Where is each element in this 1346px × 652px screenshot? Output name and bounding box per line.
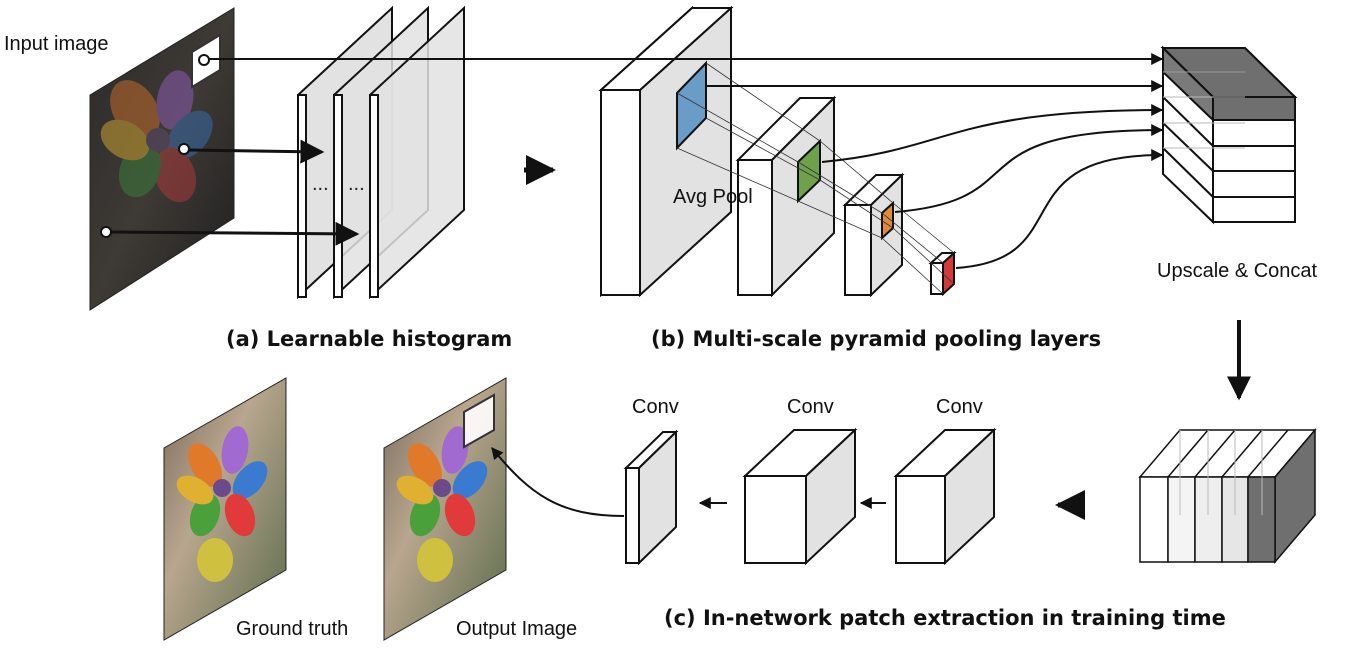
conv-block-3 xyxy=(893,427,997,566)
caption-a: (a) Learnable histogram xyxy=(226,327,512,351)
output-image-label: Output Image xyxy=(456,618,577,640)
caption-b: (b) Multi-scale pyramid pooling layers xyxy=(651,327,1101,351)
pooling-projection-lines xyxy=(676,62,955,295)
conv-block-1 xyxy=(623,429,679,566)
concat-arrows xyxy=(209,53,1164,269)
caption-c: (c) In-network patch extraction in train… xyxy=(664,606,1226,630)
pixel-arrow-2 xyxy=(188,139,325,164)
conv-block-2 xyxy=(742,427,858,566)
ellipsis-2: ... xyxy=(348,173,365,195)
pixel-dot-2 xyxy=(178,143,190,155)
conv-label-2: Conv xyxy=(787,396,834,418)
arrow-conv-to-output xyxy=(491,447,625,517)
concat-block xyxy=(1160,45,1298,225)
input-image-photo xyxy=(89,7,235,311)
avg-pool-label: Avg Pool xyxy=(673,186,753,208)
pixel-dot-1 xyxy=(198,54,210,66)
patch-stack xyxy=(1138,427,1317,565)
upscale-concat-label: Upscale & Concat xyxy=(1157,260,1318,282)
conv-label-3: Conv xyxy=(936,396,983,418)
ellipsis-1: ... xyxy=(312,173,329,195)
pool-block-2 xyxy=(735,95,837,298)
histogram-planes xyxy=(297,5,465,300)
pixel-arrow-3 xyxy=(110,221,360,246)
pixel-dot-3 xyxy=(100,226,112,238)
ground-truth-label: Ground truth xyxy=(236,618,348,640)
pool-block-3 xyxy=(842,172,905,298)
ground-truth-photo xyxy=(163,377,287,641)
conv-label-1: Conv xyxy=(632,396,679,418)
output-image-photo xyxy=(383,377,507,641)
input-image-label: Input image xyxy=(4,33,109,55)
pool-block-1 xyxy=(598,5,734,298)
